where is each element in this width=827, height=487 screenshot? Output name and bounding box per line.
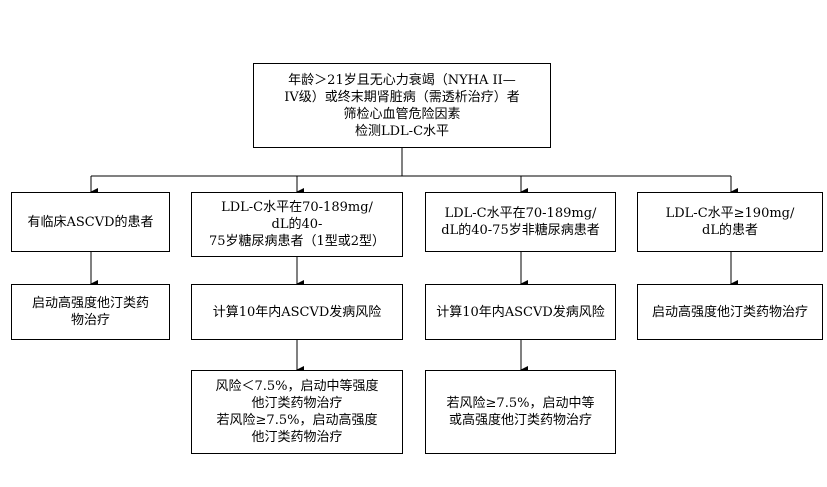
top-box-line-2: IV级）或终末期肾脏病（需透析治疗）者 [284,89,520,105]
condition-2-line-2: dL的40- [271,217,323,232]
action-3-line-1: 计算10年内ASCVD发病风险 [436,304,605,320]
result-2-line-1: 风险＜7.5%，启动中等强度 [215,379,379,394]
top-box: 年龄＞21岁且无心力衰竭（NYHA II— IV级）或终末期肾脏病（需透析治疗）… [253,63,551,148]
top-box-line-1: 年龄＞21岁且无心力衰竭（NYHA II— [288,72,516,88]
condition-2-line-3: 75岁糖尿病患者（1型或2型） [208,234,386,249]
action-box-calc-risk-non-diabetes: 计算10年内ASCVD发病风险 [425,284,616,340]
condition-box-non-diabetes: LDL-C水平在70-189mg/ dL的40-75岁非糖尿病患者 [425,192,616,252]
action-box-high-intensity-4: 启动高强度他汀类药物治疗 [637,284,823,340]
condition-3-line-2: dL的40-75岁非糖尿病患者 [441,223,600,238]
result-3-line-2: 或高强度他汀类药物治疗 [448,413,592,428]
condition-4-line-2: dL的患者 [702,223,758,238]
condition-4-line-1: LDL-C水平≥190mg/ [665,206,795,221]
result-2-line-4: 他汀类药物治疗 [251,430,343,445]
top-box-line-3: 筛检心血管危险因素 [343,106,461,122]
result-2-line-3: 若风险≥7.5%，启动高强度 [216,413,378,428]
condition-box-diabetes: LDL-C水平在70-189mg/ dL的40- 75岁糖尿病患者（1型或2型） [191,192,403,257]
action-box-calc-risk-diabetes: 计算10年内ASCVD发病风险 [191,284,403,340]
action-1-line-2: 物治疗 [70,313,110,328]
result-3-line-1: 若风险≥7.5%，启动中等 [446,396,595,411]
condition-1-line-1: 有临床ASCVD的患者 [27,214,154,230]
action-4-text: 启动高强度他汀类药物治疗 [651,304,808,320]
top-box-line-4: 检测LDL-C水平 [354,123,450,139]
action-1-line-1: 启动高强度他汀类药 [31,296,149,311]
condition-3-line-1: LDL-C水平在70-189mg/ [444,206,597,221]
result-box-non-diabetes: 若风险≥7.5%，启动中等 或高强度他汀类药物治疗 [425,370,616,454]
result-2-line-2: 他汀类药物治疗 [251,396,343,411]
condition-box-clinical-ascvd: 有临床ASCVD的患者 [11,192,170,252]
condition-box-ldl-190: LDL-C水平≥190mg/ dL的患者 [637,192,823,252]
action-2-line-1: 计算10年内ASCVD发病风险 [212,304,382,320]
condition-2-line-1: LDL-C水平在70-189mg/ [221,200,373,215]
action-box-high-intensity-1: 启动高强度他汀类药 物治疗 [11,284,170,340]
result-box-diabetes: 风险＜7.5%，启动中等强度 他汀类药物治疗 若风险≥7.5%，启动高强度 他汀… [191,370,403,454]
